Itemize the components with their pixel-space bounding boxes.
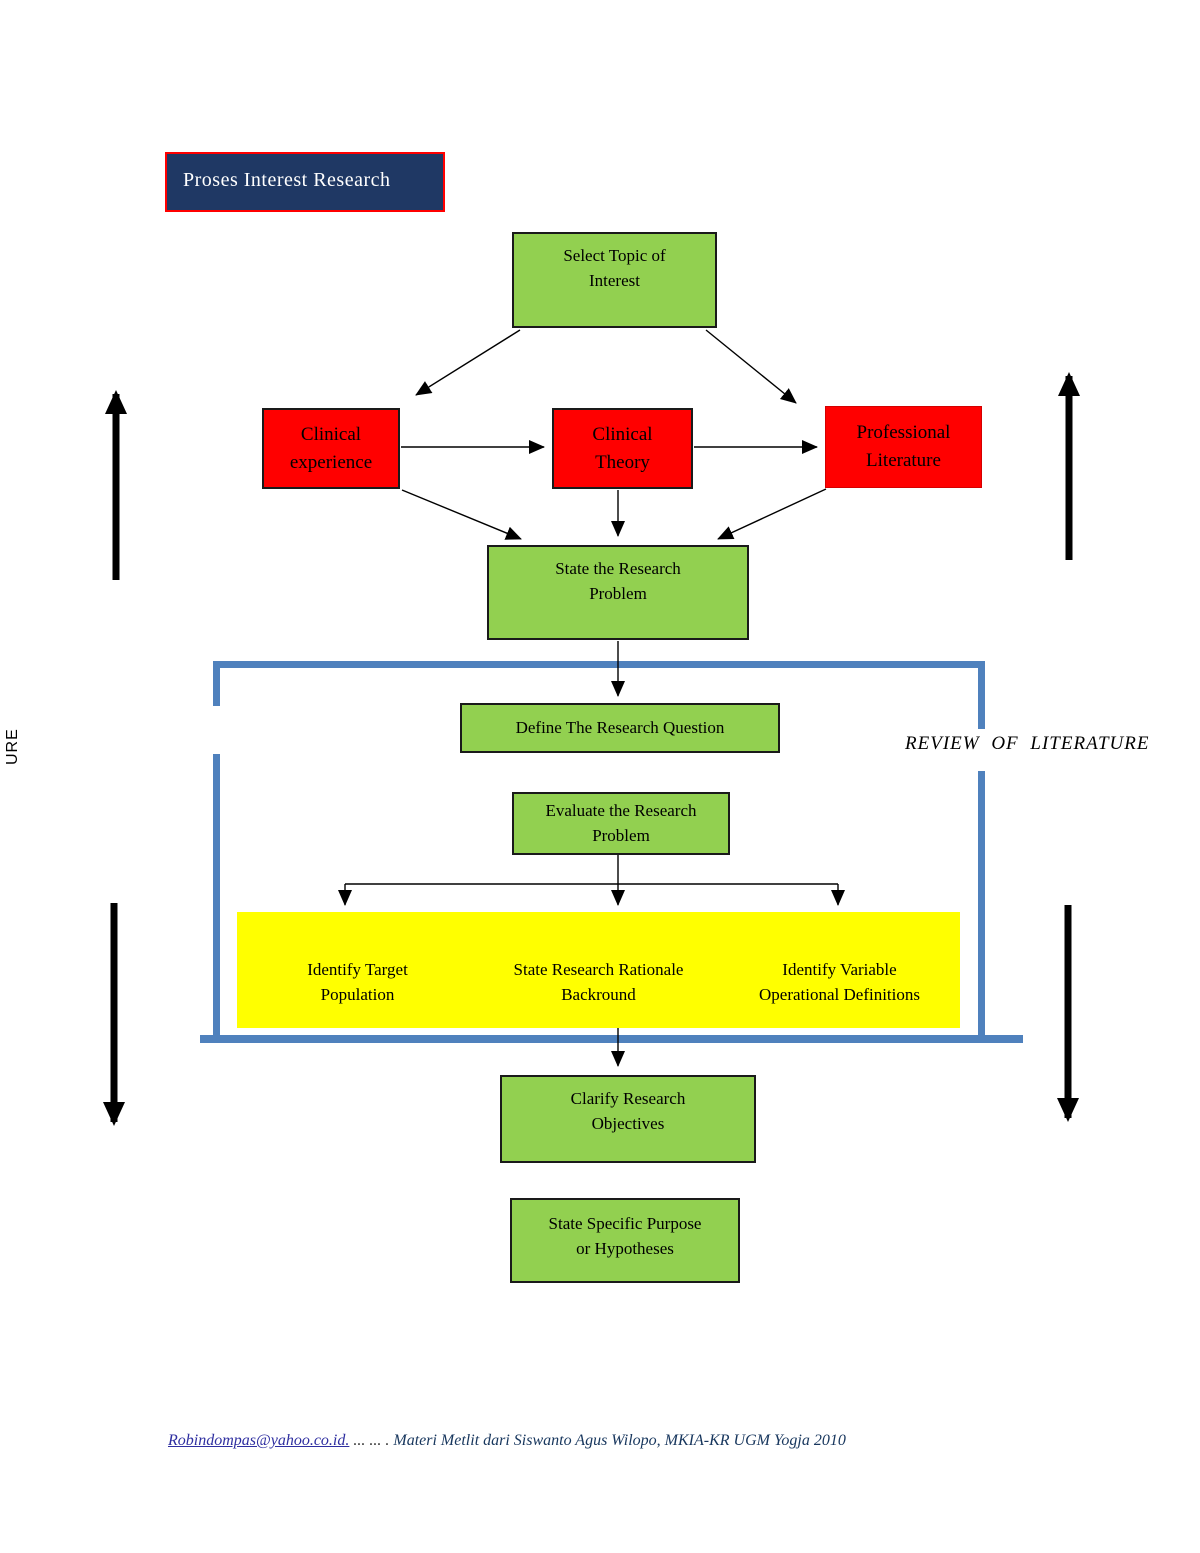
node-professional-literature-label: Professional Literature [856,422,951,471]
review-frame-right-lower [978,771,985,1043]
node-clinical-experience-label: Clinical experience [289,423,373,473]
review-frame-top [213,661,985,668]
side-vertical-label: URE [4,728,21,766]
footer-credit: Robindompas@yahoo.co.id. ... ... . Mater… [168,1432,968,1450]
review-frame-bottom [200,1035,1023,1043]
review-frame-left-lower [213,754,220,1043]
arrow-literature-to-problem [717,488,827,540]
footer-email-link[interactable]: Robindompas@yahoo.co.id. [168,1432,350,1449]
node-define-question-label: Define The Research Question [515,717,725,737]
title-box: Proses Interest Research [165,152,445,212]
node-clinical-experience: Clinical experience [262,408,400,489]
node-state-problem-label: State the Research Problem [555,559,681,603]
node-clarify-objectives-label: Clarify Research Objectives [570,1089,686,1133]
review-frame-right-upper [978,661,985,729]
node-identify-variable-label: Identify Variable Operational Definition… [759,960,920,1004]
node-identify-target: Identify Target Population [237,912,478,1028]
review-of-literature-label: REVIEW OF LITERATURE [905,733,1150,754]
node-define-question: Define The Research Question [460,703,780,753]
node-state-purpose: State Specific Purpose or Hypotheses [510,1198,740,1283]
node-identify-variable: Identify Variable Operational Definition… [719,912,960,1028]
arrow-select-to-literature [705,329,797,404]
node-select-topic-label: Select Topic of Interest [563,246,666,290]
review-frame-left-upper [213,661,220,706]
arrow-select-to-experience [415,329,521,396]
node-identify-target-label: Identify Target Population [307,960,408,1004]
node-clarify-objectives: Clarify Research Objectives [500,1075,756,1163]
footer-credit-text: Materi Metlit dari Siswanto Agus Wilopo,… [393,1432,846,1449]
node-rationale-background-label: State Research Rationale Backround [513,960,684,1004]
node-state-purpose-label: State Specific Purpose or Hypotheses [548,1214,702,1258]
node-state-problem: State the Research Problem [487,545,749,640]
node-clinical-theory: Clinical Theory [552,408,693,489]
node-select-topic: Select Topic of Interest [512,232,717,328]
node-yellow-group: Identify Target Population State Researc… [237,912,960,1028]
node-clinical-theory-label: Clinical Theory [592,423,653,473]
page-title: Proses Interest Research [183,169,391,191]
arrow-experience-to-problem [401,489,522,540]
footer-dots: ... ... . [349,1432,394,1449]
node-rationale-background: State Research Rationale Backround [478,912,719,1028]
node-evaluate-problem-label: Evaluate the Research Problem [545,800,697,845]
node-evaluate-problem: Evaluate the Research Problem [512,792,730,855]
node-professional-literature: Professional Literature [825,406,982,488]
